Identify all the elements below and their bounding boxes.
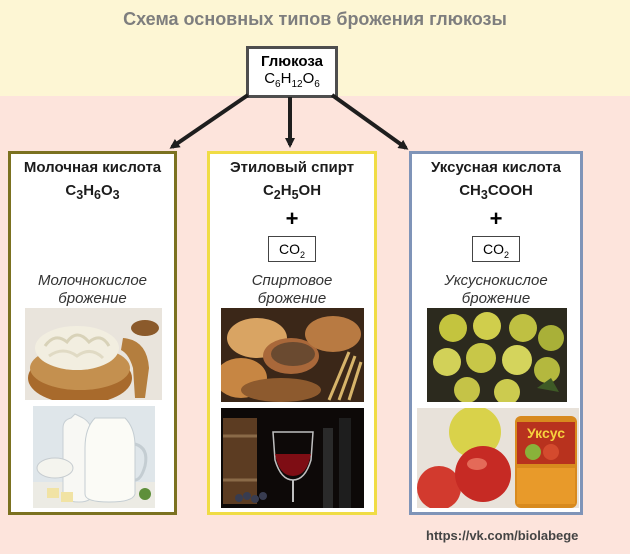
alcoholic-fermentation-label: Спиртовое брожение xyxy=(251,272,333,307)
source-credit: https://vk.com/biolabege xyxy=(426,528,579,543)
lactic-acid-title: Молочная кислота xyxy=(23,159,162,176)
pickled-apples-photo xyxy=(427,308,567,402)
diagram-title: Схема основных типов брожения глюкозы xyxy=(123,9,507,29)
glucose-formula: C6H12O6 xyxy=(264,70,320,90)
lactic-acid-formula: C3H6O3 xyxy=(65,182,120,202)
ethanol-title: Этиловый спирт xyxy=(229,159,355,176)
ethanol-formula: C2H5OH xyxy=(262,182,322,202)
sauerkraut-photo xyxy=(25,308,162,400)
acetic-co2-box: CO2 xyxy=(472,236,520,262)
ethanol-column: Этиловый спирт C2H5OH + CO2 Спиртовое бр… xyxy=(207,151,377,515)
wine-photo xyxy=(221,408,364,508)
vinegar-photo: Уксус xyxy=(417,408,579,508)
ethanol-plus-sign: + xyxy=(285,206,299,231)
milk-photo xyxy=(33,406,155,508)
bread-photo xyxy=(221,308,364,402)
vinegar-label: Уксус xyxy=(527,425,565,441)
acetic-fermentation-label: Уксуснокислое брожение xyxy=(444,272,548,307)
arrow-to-acetic xyxy=(330,93,409,150)
acetic-plus-sign: + xyxy=(489,206,503,231)
ethanol-co2-box: CO2 xyxy=(268,236,316,262)
acetic-acid-formula: CH3COOH xyxy=(459,182,533,202)
arrow-to-lactic xyxy=(169,93,250,149)
acetic-acid-title: Уксусная кислота xyxy=(431,159,561,176)
lactic-acid-column: Молочная кислота C3H6O3 Молочнокислое бр… xyxy=(8,151,177,515)
lactic-fermentation-label: Молочнокислое брожение xyxy=(37,272,148,307)
acetic-acid-column: Уксусная кислота CH3COOH + CO2 Уксусноки… xyxy=(409,151,583,515)
glucose-name: Глюкоза xyxy=(261,53,323,70)
glucose-box: Глюкоза C6H12O6 xyxy=(246,46,338,98)
